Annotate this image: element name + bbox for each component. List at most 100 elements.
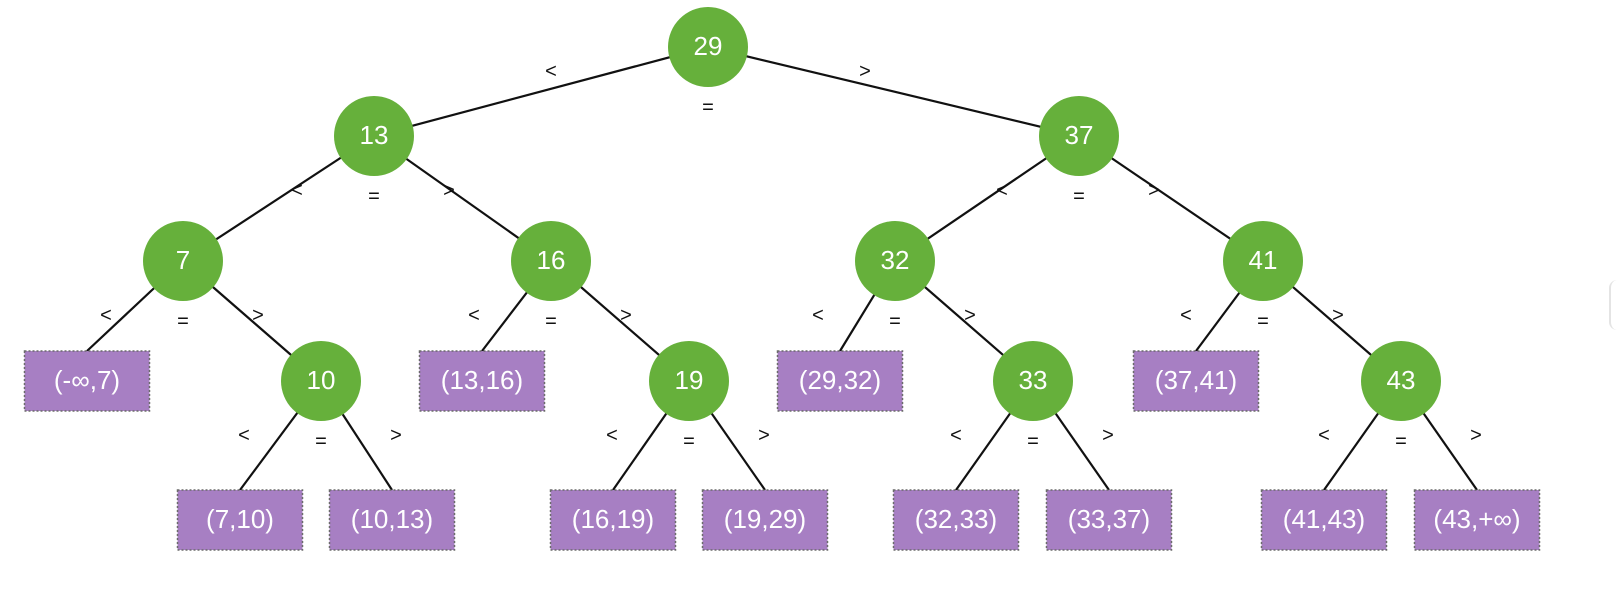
node-label: 16: [537, 245, 566, 275]
less-than-label-n7: <: [100, 304, 112, 326]
greater-than-label-n29: >: [859, 60, 871, 82]
leaf-label: (41,43): [1283, 504, 1365, 534]
tree-node-19: 19: [649, 341, 729, 421]
interval-leaf-l10-13: (10,13): [328, 489, 456, 551]
leaf-label: (-∞,7): [54, 365, 120, 395]
leaf-label: (16,19): [572, 504, 654, 534]
node-label: 19: [675, 365, 704, 395]
tree-node-33: 33: [993, 341, 1073, 421]
leaf-box: [418, 350, 546, 412]
node-label: 37: [1065, 120, 1094, 150]
greater-than-label-n43: >: [1470, 424, 1482, 446]
tree-node-13: 13: [334, 96, 414, 176]
comparison-operators: <=><=><=><=><=><=><=><=><=><=><=>: [100, 60, 1482, 452]
leaf-box: [1260, 489, 1388, 551]
interval-leaf-l37-41: (37,41): [1132, 350, 1260, 412]
tree-node-29: 29: [668, 7, 748, 87]
interval-leaf-l43-inf: (43,+∞): [1413, 489, 1541, 551]
interval-leaf-l32-33: (32,33): [892, 489, 1020, 551]
less-than-label-n13: <: [291, 179, 303, 201]
equals-label-n29: =: [702, 96, 714, 118]
node-label: 43: [1387, 365, 1416, 395]
node-circle: [1223, 221, 1303, 301]
interval-leaf-l7-10: (7,10): [176, 489, 304, 551]
less-than-label-n10: <: [238, 424, 250, 446]
equals-label-n32: =: [889, 310, 901, 332]
interval-leaf-l16-19: (16,19): [549, 489, 677, 551]
equals-label-n7: =: [177, 310, 189, 332]
leaf-box: [701, 489, 829, 551]
less-than-label-n43: <: [1318, 424, 1330, 446]
leaf-box: [776, 350, 904, 412]
greater-than-label-n10: >: [390, 424, 402, 446]
key-nodes: 29 13 37 7 16 32 41 10 19 33 43: [143, 7, 1441, 421]
leaf-label: (13,16): [441, 365, 523, 395]
node-label: 29: [694, 31, 723, 61]
greater-than-label-n37: >: [1148, 179, 1160, 201]
node-circle: [511, 221, 591, 301]
interval-leaf-l33-37: (33,37): [1045, 489, 1173, 551]
interval-leaf-l19-29: (19,29): [701, 489, 829, 551]
greater-than-label-n32: >: [964, 304, 976, 326]
tree-node-10: 10: [281, 341, 361, 421]
interval-leaf-l29-32: (29,32): [776, 350, 904, 412]
leaf-box: [549, 489, 677, 551]
leaf-label: (37,41): [1155, 365, 1237, 395]
equals-label-n33: =: [1027, 430, 1039, 452]
node-circle: [649, 341, 729, 421]
leaf-box: [1413, 489, 1541, 551]
equals-label-n37: =: [1073, 185, 1085, 207]
node-circle: [855, 221, 935, 301]
leaf-box: [1132, 350, 1260, 412]
greater-than-label-n41: >: [1332, 304, 1344, 326]
less-than-label-n33: <: [950, 424, 962, 446]
interval-leaf-l13-16: (13,16): [418, 350, 546, 412]
interval-leaves: (-∞,7) (7,10) (10,13) (13,16) (16,19) (19,29)…: [23, 350, 1541, 551]
tree-node-16: 16: [511, 221, 591, 301]
equals-label-n43: =: [1395, 430, 1407, 452]
leaf-box: [892, 489, 1020, 551]
leaf-label: (7,10): [206, 504, 274, 534]
node-label: 7: [176, 245, 190, 275]
leaf-label: (33,37): [1068, 504, 1150, 534]
leaf-box: [328, 489, 456, 551]
tree-node-43: 43: [1361, 341, 1441, 421]
less-than-label-n37: <: [996, 179, 1008, 201]
node-label: 10: [307, 365, 336, 395]
greater-than-label-n16: >: [620, 304, 632, 326]
leaf-label: (32,33): [915, 504, 997, 534]
node-circle: [281, 341, 361, 421]
tree-node-37: 37: [1039, 96, 1119, 176]
edge-n29-n13: [373, 45, 709, 138]
leaf-label: (43,+∞): [1433, 504, 1520, 534]
less-than-label-n29: <: [545, 60, 557, 82]
less-than-label-n32: <: [812, 304, 824, 326]
leaf-box: [23, 350, 151, 412]
node-circle: [993, 341, 1073, 421]
less-than-label-n41: <: [1180, 304, 1192, 326]
leaf-label: (29,32): [799, 365, 881, 395]
equals-label-n19: =: [683, 430, 695, 452]
node-circle: [334, 96, 414, 176]
interval-leaf-l41-43: (41,43): [1260, 489, 1388, 551]
equals-label-n41: =: [1257, 310, 1269, 332]
node-label: 41: [1249, 245, 1278, 275]
node-circle: [143, 221, 223, 301]
node-label: 33: [1019, 365, 1048, 395]
scroll-edge-handle: [1609, 280, 1619, 330]
leaf-label: (10,13): [351, 504, 433, 534]
greater-than-label-n19: >: [758, 424, 770, 446]
node-label: 32: [881, 245, 910, 275]
edge-n29-n37: [707, 45, 1080, 138]
less-than-label-n19: <: [606, 424, 618, 446]
tree-node-41: 41: [1223, 221, 1303, 301]
greater-than-label-n13: >: [443, 179, 455, 201]
leaf-box: [1045, 489, 1173, 551]
equals-label-n16: =: [545, 310, 557, 332]
tree-node-7: 7: [143, 221, 223, 301]
tree-node-32: 32: [855, 221, 935, 301]
interval-leaf-l-inf-7: (-∞,7): [23, 350, 151, 412]
greater-than-label-n33: >: [1102, 424, 1114, 446]
leaf-label: (19,29): [724, 504, 806, 534]
